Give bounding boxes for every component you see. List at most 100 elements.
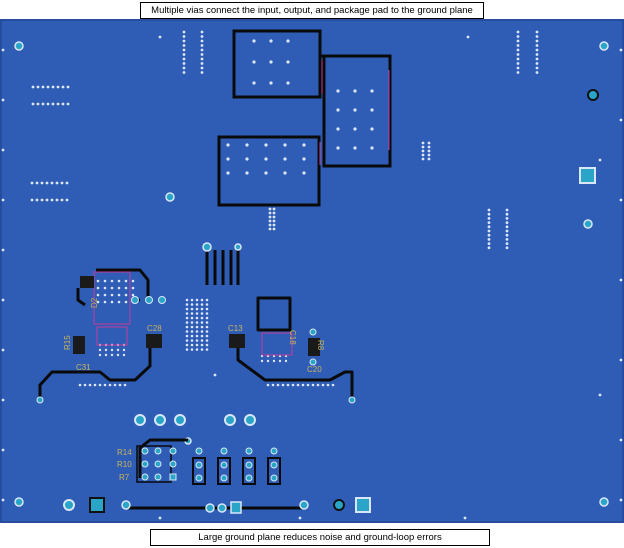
via xyxy=(272,223,276,227)
bottom-vias xyxy=(134,414,256,445)
via xyxy=(260,359,264,363)
via xyxy=(1,98,5,102)
via xyxy=(200,334,204,338)
via-field xyxy=(1,30,623,520)
via xyxy=(245,157,249,161)
via xyxy=(60,181,64,185)
via xyxy=(336,127,340,131)
via xyxy=(117,293,121,297)
via xyxy=(272,215,276,219)
via xyxy=(30,181,34,185)
via xyxy=(205,348,209,351)
via xyxy=(505,229,509,233)
via xyxy=(336,146,340,150)
via xyxy=(182,66,186,70)
via xyxy=(200,71,204,74)
via xyxy=(46,85,50,89)
via xyxy=(195,298,199,302)
designator-r8: R8 xyxy=(316,340,325,351)
via xyxy=(190,321,194,324)
via xyxy=(598,158,602,162)
via xyxy=(326,383,330,387)
via xyxy=(487,242,491,246)
via xyxy=(266,359,270,363)
via xyxy=(283,171,287,175)
designator-r14: R14 xyxy=(117,448,132,457)
via xyxy=(205,334,209,338)
via xyxy=(195,343,199,347)
via xyxy=(113,383,117,387)
via xyxy=(185,330,189,333)
via xyxy=(1,148,5,152)
via xyxy=(190,303,194,306)
via xyxy=(505,217,509,220)
via xyxy=(190,307,194,311)
via xyxy=(252,39,256,43)
via xyxy=(286,60,290,64)
via xyxy=(185,325,189,329)
via xyxy=(278,359,282,363)
via xyxy=(190,298,194,302)
via xyxy=(98,383,102,387)
pad-columns xyxy=(192,447,281,485)
via xyxy=(185,321,189,324)
via xyxy=(353,89,357,93)
via xyxy=(598,393,602,397)
via xyxy=(269,60,273,64)
via xyxy=(205,343,209,347)
via xyxy=(200,307,204,311)
power-pour-outlines xyxy=(217,29,392,207)
via xyxy=(505,242,509,246)
via xyxy=(535,35,539,38)
via xyxy=(66,85,70,89)
via xyxy=(104,348,108,352)
via xyxy=(268,207,272,211)
via xyxy=(336,108,340,112)
via xyxy=(185,312,189,315)
via xyxy=(55,181,59,185)
via xyxy=(117,279,121,283)
via xyxy=(487,225,491,229)
center-ic xyxy=(202,242,242,285)
via xyxy=(200,348,204,351)
via xyxy=(131,279,135,283)
via xyxy=(213,373,217,377)
via xyxy=(124,300,128,304)
via-large xyxy=(63,499,75,511)
via xyxy=(200,343,204,347)
via xyxy=(182,35,186,38)
via xyxy=(46,102,50,106)
square-pad xyxy=(89,497,105,513)
via xyxy=(122,348,126,352)
via xyxy=(276,383,280,387)
via xyxy=(619,48,623,52)
via xyxy=(205,312,209,315)
via xyxy=(195,312,199,315)
via xyxy=(200,66,204,70)
via xyxy=(185,343,189,347)
via xyxy=(268,227,272,231)
via xyxy=(252,81,256,85)
designator-d2: D2 xyxy=(90,297,99,308)
via xyxy=(117,300,121,304)
via xyxy=(50,198,54,202)
via xyxy=(302,157,306,161)
via xyxy=(65,181,69,185)
via xyxy=(51,85,55,89)
via xyxy=(190,343,194,347)
via xyxy=(41,102,45,106)
square-pad xyxy=(579,167,596,184)
via xyxy=(264,157,268,161)
via xyxy=(195,339,199,342)
via xyxy=(1,298,5,302)
via xyxy=(266,383,270,387)
via xyxy=(182,53,186,56)
via xyxy=(535,62,539,65)
via xyxy=(88,383,92,387)
via xyxy=(421,149,425,153)
via xyxy=(200,30,204,34)
via-large xyxy=(14,41,24,51)
via xyxy=(301,383,305,387)
via xyxy=(463,516,467,520)
via xyxy=(269,39,273,43)
